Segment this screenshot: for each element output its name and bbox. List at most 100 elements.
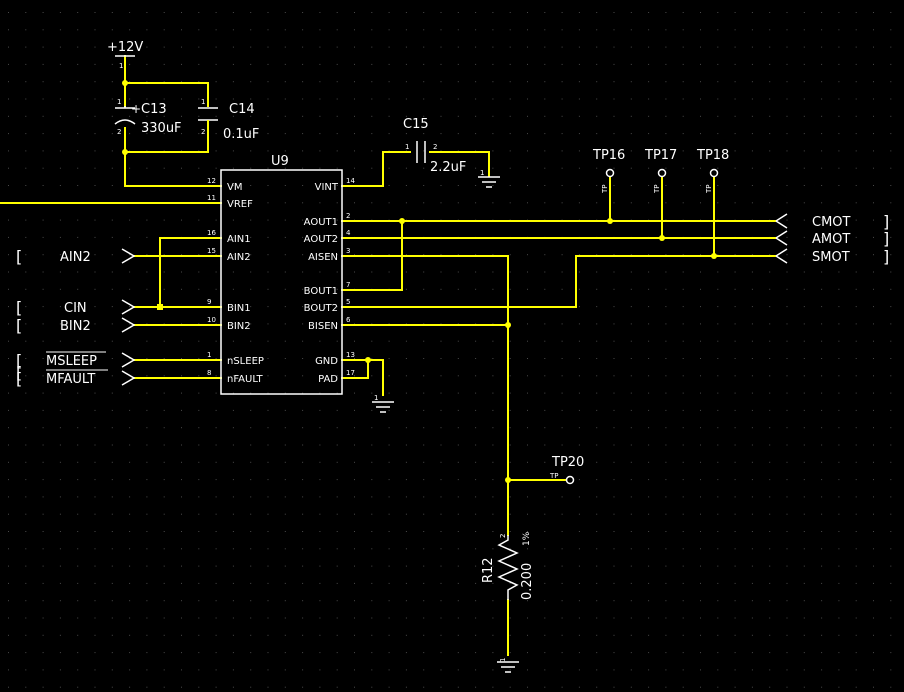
port-amot[interactable]: AMOT ] (775, 229, 889, 248)
testpoint-tp18[interactable]: TP18 TP (696, 148, 729, 194)
port-smot[interactable]: SMOT ] (775, 247, 889, 266)
grid-dot (578, 254, 580, 256)
grid-dot (751, 427, 753, 429)
grid-dot (700, 288, 701, 290)
grid-dot (509, 461, 511, 463)
grid-dot (371, 479, 373, 481)
grid-dot (181, 271, 182, 273)
grid-dot (457, 254, 459, 256)
ic-u9[interactable]: U9 12VM11VREF16AIN115AIN29BIN110BIN21nSL… (207, 154, 355, 395)
grid-dot (215, 565, 217, 567)
capacitor-c15[interactable]: C15 2.2uF 1 2 (403, 117, 466, 175)
grid-dot (302, 271, 304, 273)
grid-dot (544, 392, 546, 394)
grid-dot (440, 427, 442, 429)
junction-dot (157, 304, 163, 310)
grid-dot (267, 323, 269, 325)
grid-dot (8, 46, 9, 48)
grid-dot (59, 46, 61, 48)
grid-dot (42, 634, 44, 636)
grid-dot (838, 565, 840, 567)
grid-dot (388, 461, 390, 463)
grid-dot (129, 323, 131, 325)
grid-dot (163, 427, 165, 429)
grid-dot (388, 652, 390, 654)
grid-dot (492, 392, 494, 394)
port-cmot[interactable]: CMOT ] (775, 212, 889, 231)
port-bin2[interactable]: [ BIN2 (16, 316, 136, 335)
grid-dot (613, 669, 615, 671)
grid-dot (181, 461, 182, 463)
grid-dot (769, 133, 771, 135)
grid-dot (163, 600, 165, 602)
grid-dot (821, 565, 823, 567)
grid-dot (388, 686, 390, 688)
grid-dot (42, 444, 44, 446)
grid-dot (630, 46, 632, 48)
testpoint-tp20[interactable]: TP20 TP (549, 455, 584, 485)
grid-dot (561, 427, 563, 429)
port-mfault[interactable]: [ MFAULT (16, 369, 136, 388)
grid-dot (163, 565, 165, 567)
grid-dot (336, 254, 338, 256)
wire-gnd-pad (341, 359, 384, 396)
grid-dot (665, 167, 667, 169)
grid-dot (198, 323, 200, 325)
resistor-r12[interactable]: R12 0.200 1% 2 1 (481, 531, 535, 662)
grid-dot (492, 81, 494, 83)
grid-dot (232, 306, 234, 308)
grid-dot (475, 271, 477, 273)
grid-dot (855, 46, 857, 48)
grid-dot (77, 29, 79, 31)
grid-dot (77, 634, 79, 636)
grid-dot (77, 306, 79, 308)
grid-dot (457, 652, 459, 654)
grid-dot (354, 202, 355, 204)
grid-dot (25, 669, 27, 671)
grid-dot (527, 63, 528, 65)
c14-pin1: 1 (201, 98, 205, 106)
grid-dot (42, 565, 44, 567)
grid-dot (440, 461, 442, 463)
grid-dot (596, 46, 598, 48)
grid-dot (284, 652, 286, 654)
port-cin[interactable]: [ CIN (16, 298, 136, 317)
grid-dot (873, 202, 874, 204)
grid-dot (734, 98, 736, 100)
grid-dot (751, 617, 753, 619)
grid-dot (890, 617, 892, 619)
grid-dot (250, 115, 252, 117)
grid-dot (544, 167, 546, 169)
grid-dot (890, 582, 892, 584)
grid-dot (198, 219, 200, 221)
grid-dot (717, 167, 719, 169)
u9-pin-name: BIN2 (227, 321, 251, 332)
grid-dot (59, 185, 61, 186)
grid-dot (129, 669, 131, 671)
grid-dot (682, 686, 684, 688)
grid-dot (440, 115, 442, 117)
grid-dot (457, 98, 459, 100)
port-msleep[interactable]: [ MSLEEP (16, 351, 136, 370)
ground-symbol-r12 (497, 661, 519, 673)
testpoint-tp17[interactable]: TP17 TP (644, 148, 677, 194)
grid-dot (42, 271, 44, 273)
testpoint-tp16[interactable]: TP16 TP (592, 148, 625, 194)
grid-dot (284, 565, 286, 567)
grid-dot (129, 652, 131, 654)
grid-dot (232, 236, 234, 238)
capacitor-c13[interactable]: + C13 330uF 1 2 (114, 98, 182, 136)
power-12v[interactable]: +12V 1 (107, 40, 143, 70)
grid-dot (873, 340, 874, 342)
wires (0, 55, 777, 656)
grid-dot (803, 323, 805, 325)
grid-dot (42, 669, 44, 671)
grid-dot (648, 582, 650, 584)
port-ain2[interactable]: [ AIN2 (16, 247, 136, 266)
capacitor-c14[interactable]: C14 0.1uF 1 2 (198, 98, 259, 142)
grid-dot (890, 115, 892, 117)
grid-dot (215, 600, 217, 602)
grid-dot (873, 254, 874, 256)
grid-dot (596, 81, 598, 83)
grid-dot (8, 531, 9, 532)
